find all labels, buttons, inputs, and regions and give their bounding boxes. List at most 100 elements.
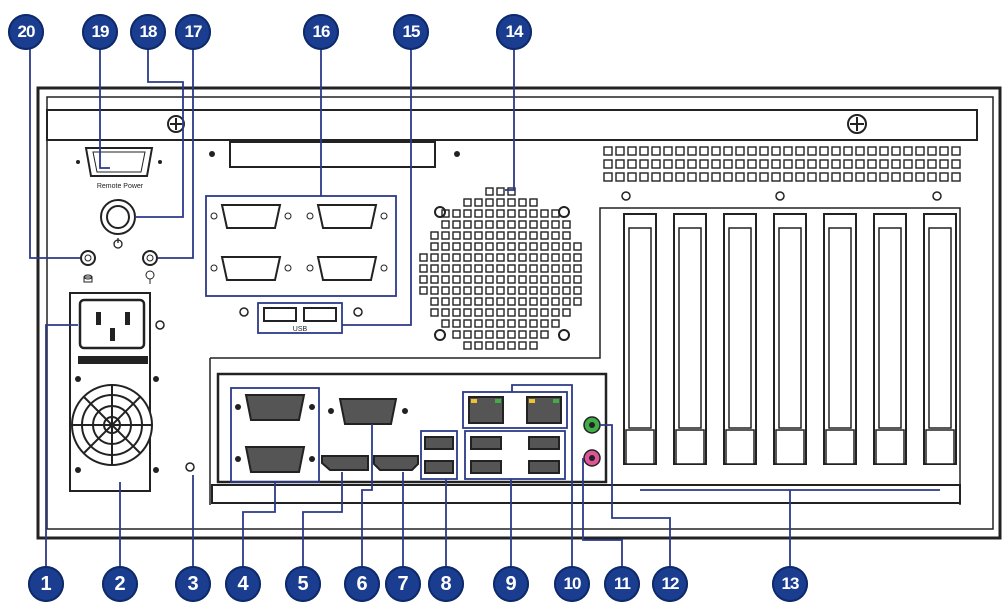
vent-hole [939,159,949,169]
grille-hole [419,253,428,262]
grille-hole [452,275,461,284]
vent-hole [603,146,613,156]
grille-hole [529,341,538,350]
grille-hole [507,286,516,295]
slot-inner [828,227,852,429]
grille-hole [485,308,494,317]
callout-5: 5 [285,566,321,602]
grille-hole [441,286,450,295]
grille-hole [540,308,549,317]
grille-hole [485,253,494,262]
grille-hole [518,286,527,295]
grille-hole [463,297,472,306]
grille-hole [474,198,483,207]
thumb-screw-left [167,115,185,133]
grille-hole [529,209,538,218]
vent-hole [795,146,805,156]
grille-hole [507,187,516,196]
grille-hole [485,231,494,240]
grille-hole [507,264,516,273]
vent-hole [663,172,673,182]
grille-hole [463,308,472,317]
grille-hole [474,231,483,240]
vent-hole [855,159,865,169]
lan-port-2 [526,396,562,424]
vent-hole [831,146,841,156]
grille-hole [474,308,483,317]
grille-hole [507,330,516,339]
reset-hole [185,462,195,472]
vent-hole [939,146,949,156]
grille-hole [518,220,527,229]
vent-hole [675,146,685,156]
grille-hole [474,330,483,339]
grille-hole [485,275,494,284]
grille-hole [452,330,461,339]
grille-hole [507,297,516,306]
grille-hole [419,264,428,273]
grille-hole [551,253,560,262]
grille-hole [551,231,560,240]
thumb-screw-right [847,114,867,134]
vent-hole [759,159,769,169]
grille-hole [485,209,494,218]
grille-hole [496,330,505,339]
grille-hole [474,319,483,328]
vent-hole [687,146,697,156]
serial-ports-group [205,195,397,297]
vent-hole [903,172,913,182]
grille-hole [551,209,560,218]
fan-grille [419,187,582,350]
grille-hole [441,275,450,284]
grille-hole [551,220,560,229]
grille-hole [496,220,505,229]
grille-hole [496,308,505,317]
slot-foot [925,429,955,465]
vent-hole [891,146,901,156]
grille-hole [474,297,483,306]
vent-hole [843,146,853,156]
grille-hole [518,275,527,284]
vent-hole [687,159,697,169]
grille-hole [529,319,538,328]
line-out-jack [583,416,601,434]
lan-group [462,391,568,429]
serial-port-3 [210,256,292,281]
callout-6: 6 [344,566,380,602]
grille-hole [562,231,571,240]
vent-hole [915,172,925,182]
grille-hole [518,264,527,273]
vent-hole [891,172,901,182]
vent-hole [915,146,925,156]
vent-hole [831,159,841,169]
grille-hole [441,253,450,262]
vent-hole [915,159,925,169]
vent-hole [771,159,781,169]
vent-hole [723,146,733,156]
vent-hole [831,172,841,182]
grille-hole [485,341,494,350]
slot-foot [625,429,655,465]
top-vent [603,146,961,182]
grille-hole [452,319,461,328]
grille-hole [507,209,516,218]
grille-hole [540,209,549,218]
vent-hole [843,159,853,169]
slot-inner [928,227,952,429]
grille-hole [507,253,516,262]
vent-hole [819,146,829,156]
grille-hole [529,286,538,295]
vent-hole [747,172,757,182]
grille-hole [529,242,538,251]
grille-hole [463,330,472,339]
slot-inner [678,227,702,429]
grille-hole [496,319,505,328]
vent-hole [951,159,961,169]
vent-hole [699,159,709,169]
grille-hole [573,264,582,273]
grille-hole [562,220,571,229]
vent-hole [615,172,625,182]
vent-hole [867,172,877,182]
grille-hole [496,341,505,350]
callout-20: 20 [8,14,44,50]
